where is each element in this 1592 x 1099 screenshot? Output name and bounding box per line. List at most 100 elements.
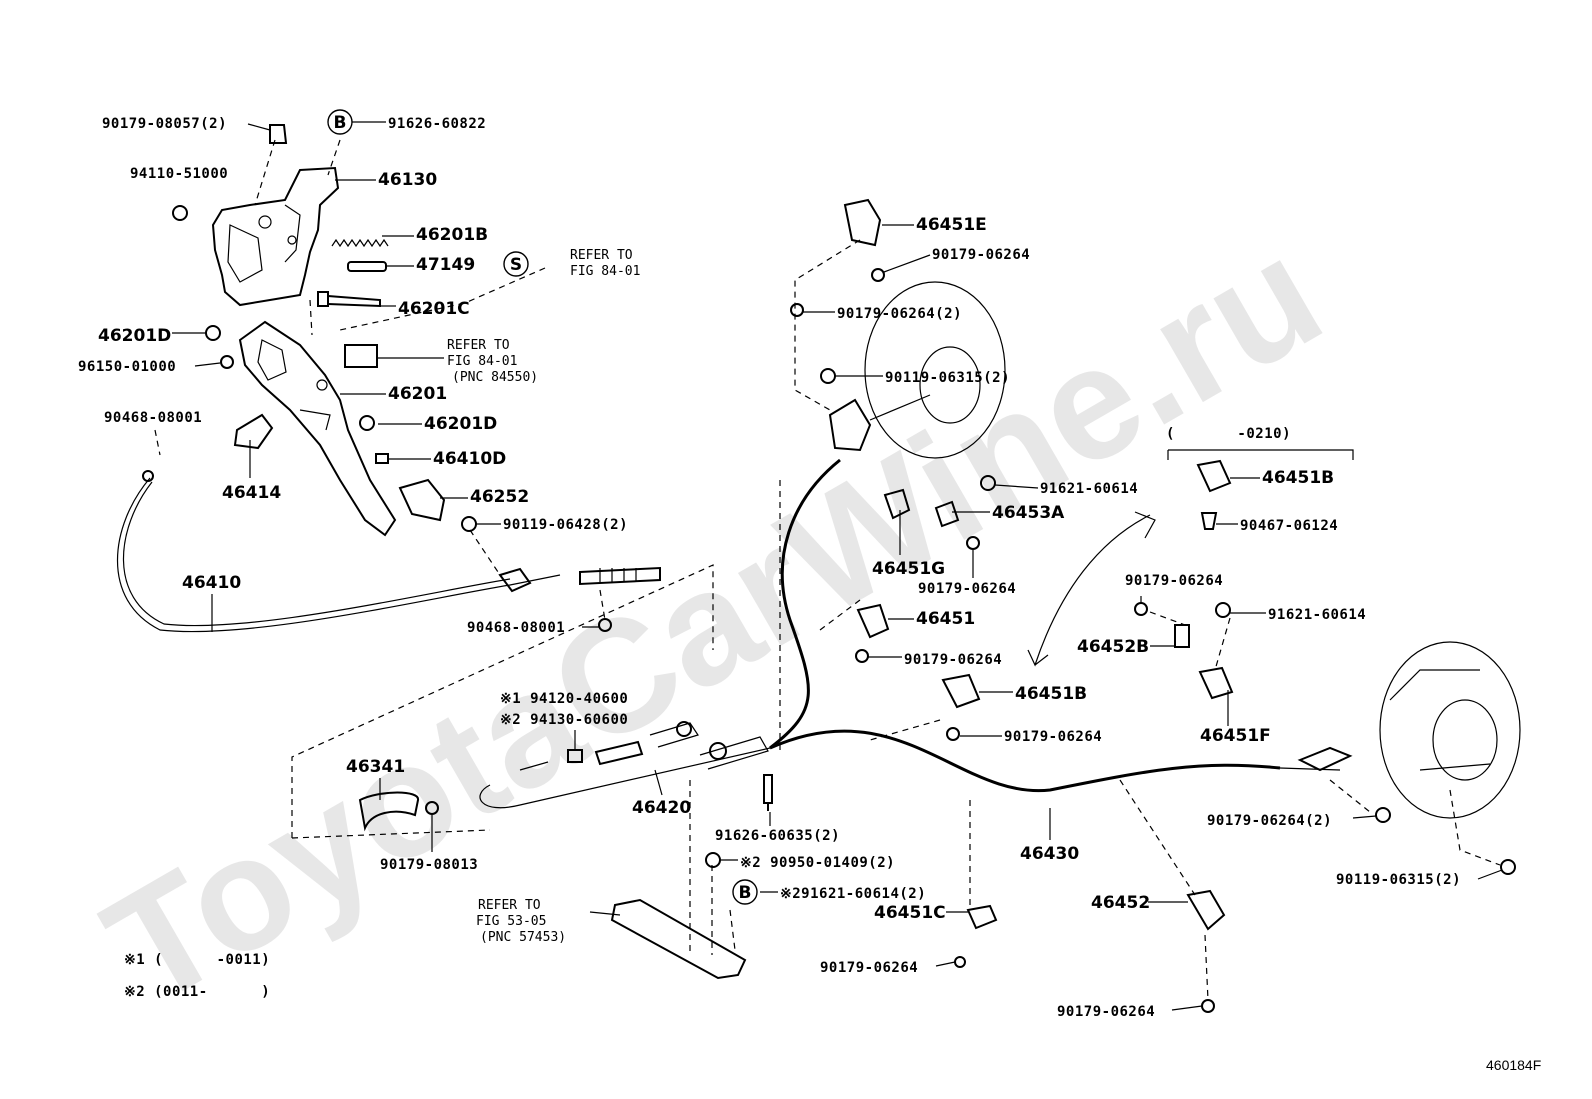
nut-90179-06264-e xyxy=(855,649,869,663)
clip-96150 xyxy=(220,355,234,369)
part-label-l53: ※291621-60614(2) xyxy=(780,886,926,902)
part-label-l58: (PNC 57453) xyxy=(480,930,566,945)
part-label-l44: 90179-06264 xyxy=(1004,729,1102,745)
spring-46201b xyxy=(331,238,389,248)
part-label-l47: 90179-06264(2) xyxy=(1207,813,1332,829)
part-label-l30: 91621-60614 xyxy=(1040,481,1138,497)
leader-lines xyxy=(172,121,1503,1011)
part-label-l45: 46341 xyxy=(346,757,405,777)
bolt-90119-06315-b xyxy=(1500,859,1516,875)
bracket-46414 xyxy=(233,413,274,450)
part-label-l24: 46451E xyxy=(916,215,987,235)
cable-46420 xyxy=(479,721,771,809)
part-label-l42: ※2 94130-60600 xyxy=(500,712,628,728)
bracket-57453 xyxy=(610,898,747,980)
part-label-l43: 46451F xyxy=(1200,726,1271,746)
arrow-tail xyxy=(1134,511,1156,539)
nut-90179-06264-d xyxy=(966,536,980,550)
part-label-l51: ※2 90950-01409(2) xyxy=(740,855,895,871)
figure-code: 460184F xyxy=(1486,1057,1541,1073)
clip-46451g xyxy=(883,488,911,520)
bolt-91621-60614-b xyxy=(1215,602,1231,618)
part-label-l35: 90179-06264 xyxy=(918,581,1016,597)
nut-90179-06264-h xyxy=(1375,807,1391,823)
lever-bracket-46130 xyxy=(211,166,340,307)
part-label-l33: 46451G xyxy=(872,559,945,579)
grip-46252 xyxy=(398,478,446,522)
part-label-l55: 46452 xyxy=(1091,893,1150,913)
part-label-l21: 90119-06428(2) xyxy=(503,517,628,533)
part-label-l32: 90467-06124 xyxy=(1240,518,1338,534)
callout-c2: S xyxy=(503,251,529,277)
part-label-l11: REFER TO xyxy=(447,338,510,353)
bracket-46452 xyxy=(1186,889,1226,931)
part-label-l54: REFER TO xyxy=(478,898,541,913)
clip-46451c xyxy=(966,904,998,930)
part-label-l2: 91626-60822 xyxy=(388,116,486,132)
part-label-l19: 46414 xyxy=(222,483,281,503)
bracket-46451 xyxy=(856,603,890,639)
nut-90179-06264-f xyxy=(946,727,960,741)
part-label-l16: 90468-08001 xyxy=(104,410,202,426)
clip-90467 xyxy=(1200,512,1218,530)
bolt-91626-60635 xyxy=(763,774,773,811)
backing-plate-lower xyxy=(1297,641,1521,819)
cable-46430 xyxy=(769,458,1341,793)
bracket-46451b-a xyxy=(941,673,981,709)
part-label-l25: 90179-06264 xyxy=(932,247,1030,263)
part-label-l40: 46451B xyxy=(1015,684,1087,704)
part-label-l39: 90179-06264 xyxy=(904,652,1002,668)
part-label-l15: 46201 xyxy=(388,384,447,404)
dashed-guides xyxy=(154,139,1501,1001)
bracket-46451b-b xyxy=(1196,459,1232,493)
part-label-l34: 90179-06264 xyxy=(1125,573,1223,589)
callout-letter: B xyxy=(334,113,347,133)
bolt-91621-60614-a xyxy=(980,475,996,491)
callout-c1: B xyxy=(327,109,353,135)
bracket-46451e xyxy=(843,198,882,247)
part-label-l62: 90179-06264 xyxy=(1057,1004,1155,1020)
part-label-l52: 90119-06315(2) xyxy=(1336,872,1461,888)
bolt-46201c xyxy=(317,291,381,308)
part-label-l18: 46410D xyxy=(433,449,506,469)
part-label-l41: ※1 94120-40600 xyxy=(500,691,628,707)
part-label-l3: 46130 xyxy=(378,170,437,190)
part-label-l31: 46453A xyxy=(992,503,1065,523)
part-label-l1: 90179-08057(2) xyxy=(102,116,227,132)
part-label-l8: FIG 84-01 xyxy=(570,264,640,279)
part-label-l37: 46451 xyxy=(916,609,975,629)
part-label-l38: 46452B xyxy=(1077,637,1149,657)
part-label-l29: 46451B xyxy=(1262,468,1334,488)
part-label-l7: REFER TO xyxy=(570,248,633,263)
nut-94110 xyxy=(172,205,188,221)
part-label-l12: FIG 84-01 xyxy=(447,354,517,369)
part-label-l5: 46201B xyxy=(416,225,488,245)
lever-46201 xyxy=(238,320,397,537)
direction-arrow xyxy=(1027,514,1151,667)
part-label-l26: 90179-06264(2) xyxy=(837,306,962,322)
nut-90179-08013 xyxy=(425,801,439,815)
part-label-l50: 90179-08013 xyxy=(380,857,478,873)
callout-circle xyxy=(327,109,353,135)
part-label-l61: ※2 (0011- ) xyxy=(124,984,270,1000)
callout-letter: B xyxy=(739,883,752,903)
part-label-l22: 46410 xyxy=(182,573,241,593)
part-label-l57: FIG 53-05 xyxy=(476,914,546,929)
nut-90179-06264-b xyxy=(871,268,885,282)
part-label-l6: 47149 xyxy=(416,255,475,275)
switch-part xyxy=(344,344,378,368)
part-label-l10: 46201D xyxy=(98,326,171,346)
part-label-l28: ( -0210) xyxy=(1166,426,1291,442)
callout-c3: B xyxy=(732,879,758,905)
part-label-l4: 94110-51000 xyxy=(130,166,228,182)
part-label-l59: ※1 ( -0011) xyxy=(124,952,270,968)
callout-circle xyxy=(732,879,758,905)
clamp-46341 xyxy=(358,791,419,832)
bushing-46201d-b xyxy=(359,415,375,431)
part-label-l20: 46252 xyxy=(470,487,529,507)
part-label-l48: 91626-60635(2) xyxy=(715,828,840,844)
